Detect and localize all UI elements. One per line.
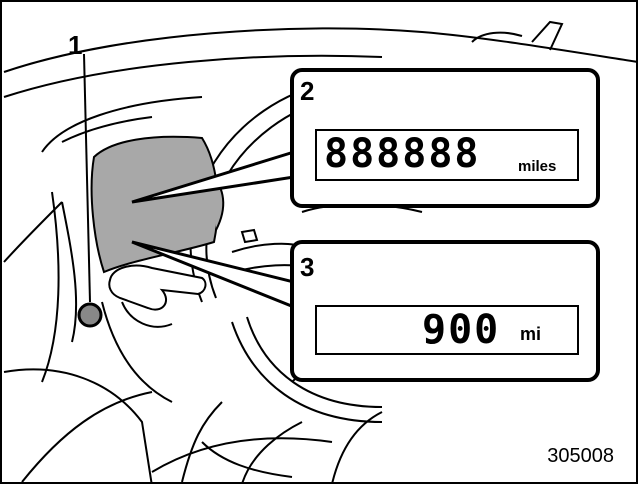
range-display [315,305,579,355]
callout-number-1: 1 [68,30,83,60]
callout-number-2: 2 [300,76,315,106]
callout-box-3 [131,240,600,382]
odometer-display [315,129,579,181]
range-value: 900 [422,307,501,353]
figure-code: 305008 [547,445,614,467]
range-unit: mi [520,324,542,344]
trip-knob [77,302,103,328]
hand [108,264,207,328]
odometer-unit: miles [518,158,557,175]
callout-box-2 [131,68,600,208]
dashboard-outline [3,20,636,482]
callout-number-3: 3 [300,252,315,282]
odometer-digits: 888888 [324,131,481,177]
leader-line-1 [83,53,91,303]
instrument-cluster [90,135,219,274]
